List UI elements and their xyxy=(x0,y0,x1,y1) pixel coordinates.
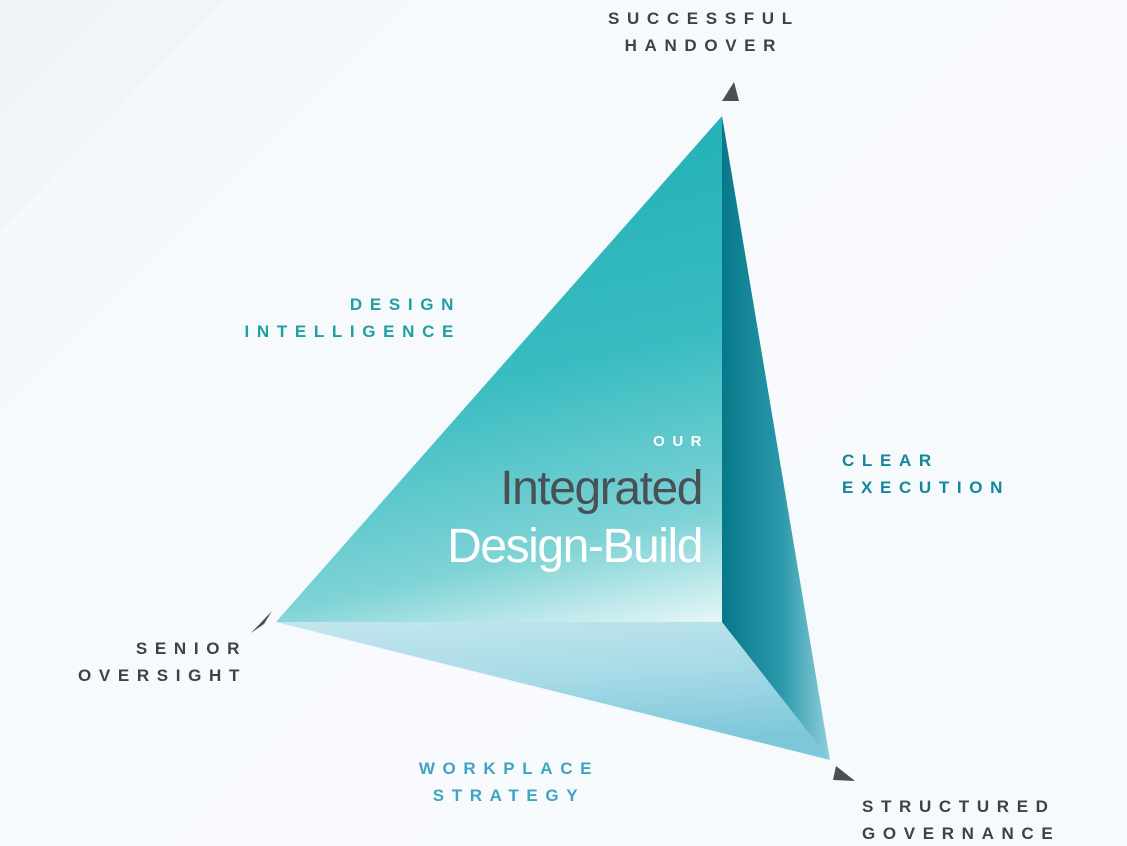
arrow-top-icon xyxy=(722,82,739,101)
label-senior-oversight: SENIOR OVERSIGHT xyxy=(78,639,247,685)
center-title-line2: Design-Build xyxy=(447,520,703,573)
label-workplace-strategy: WORKPLACE STRATEGY xyxy=(418,759,600,805)
label-structured-governance: STRUCTURED GOVERNANCE xyxy=(862,797,1061,843)
pyramid-bottom-face xyxy=(276,622,830,760)
center-eyebrow: OUR xyxy=(653,433,709,450)
label-clear-execution: CLEAR EXECUTION xyxy=(842,451,1011,497)
arrow-left-icon xyxy=(251,611,272,633)
center-title: OUR Integrated Design-Build xyxy=(447,434,703,573)
label-design-intelligence: DESIGN INTELLIGENCE xyxy=(244,295,461,341)
label-successful-handover: SUCCESSFUL HANDOVER xyxy=(608,9,800,55)
center-title-line1: Integrated xyxy=(500,462,703,515)
pyramid-front-face xyxy=(276,116,722,622)
pyramid-side-face xyxy=(722,116,830,760)
arrow-bottom-right-icon xyxy=(833,766,855,781)
